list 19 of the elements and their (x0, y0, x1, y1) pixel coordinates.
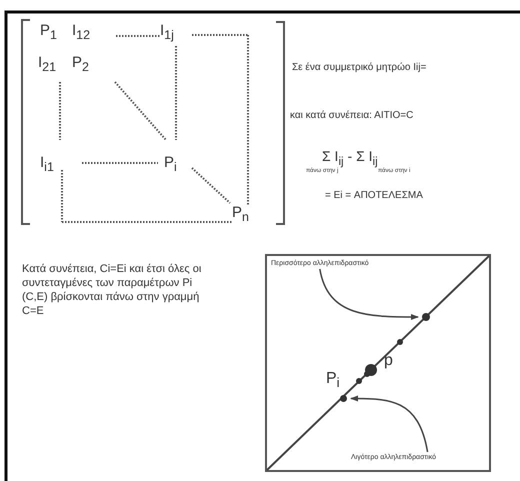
point-label: P$_{i}$ (326, 370, 340, 390)
note-text: Σε ένα συμμετρικό μητρώο Iij= (292, 62, 426, 73)
note-text: = Ei = ΑΠΟΤΕΛΕΣΜΑ (325, 190, 423, 201)
arrow (350, 396, 428, 452)
matrix-entry: P$_{n}$ (232, 204, 249, 224)
note-text: και κατά συνέπεια: ΑΙΤΙΟ=C (290, 110, 414, 121)
formula-text: Σ I$_{ij}$ - Σ I$_{ij}$ (322, 148, 378, 168)
arrow (319, 268, 419, 320)
matrix-entry: I$_{12}$ (72, 22, 90, 42)
matrix-entry: I$_{1j}$ (160, 22, 174, 42)
matrix-entry: I$_{21}$ (38, 54, 56, 74)
data-point (340, 395, 347, 402)
data-point (422, 313, 430, 321)
matrix-entry: P$_{i}$ (164, 154, 177, 174)
paragraph-text: Κατά συνέπεια, Ci=Ei και έτσι όλες οι συντεταγμένες των παραμέτρων Pi (C,E) βρίσκονται πάνω στην γραμμή C=E (22, 262, 202, 318)
matrix-entry: P$_{1}$ (40, 22, 57, 42)
matrix-entry: P$_{2}$ (72, 54, 89, 74)
matrix-entry: I$_{i1}$ (40, 154, 54, 174)
point-label: p (384, 352, 393, 370)
